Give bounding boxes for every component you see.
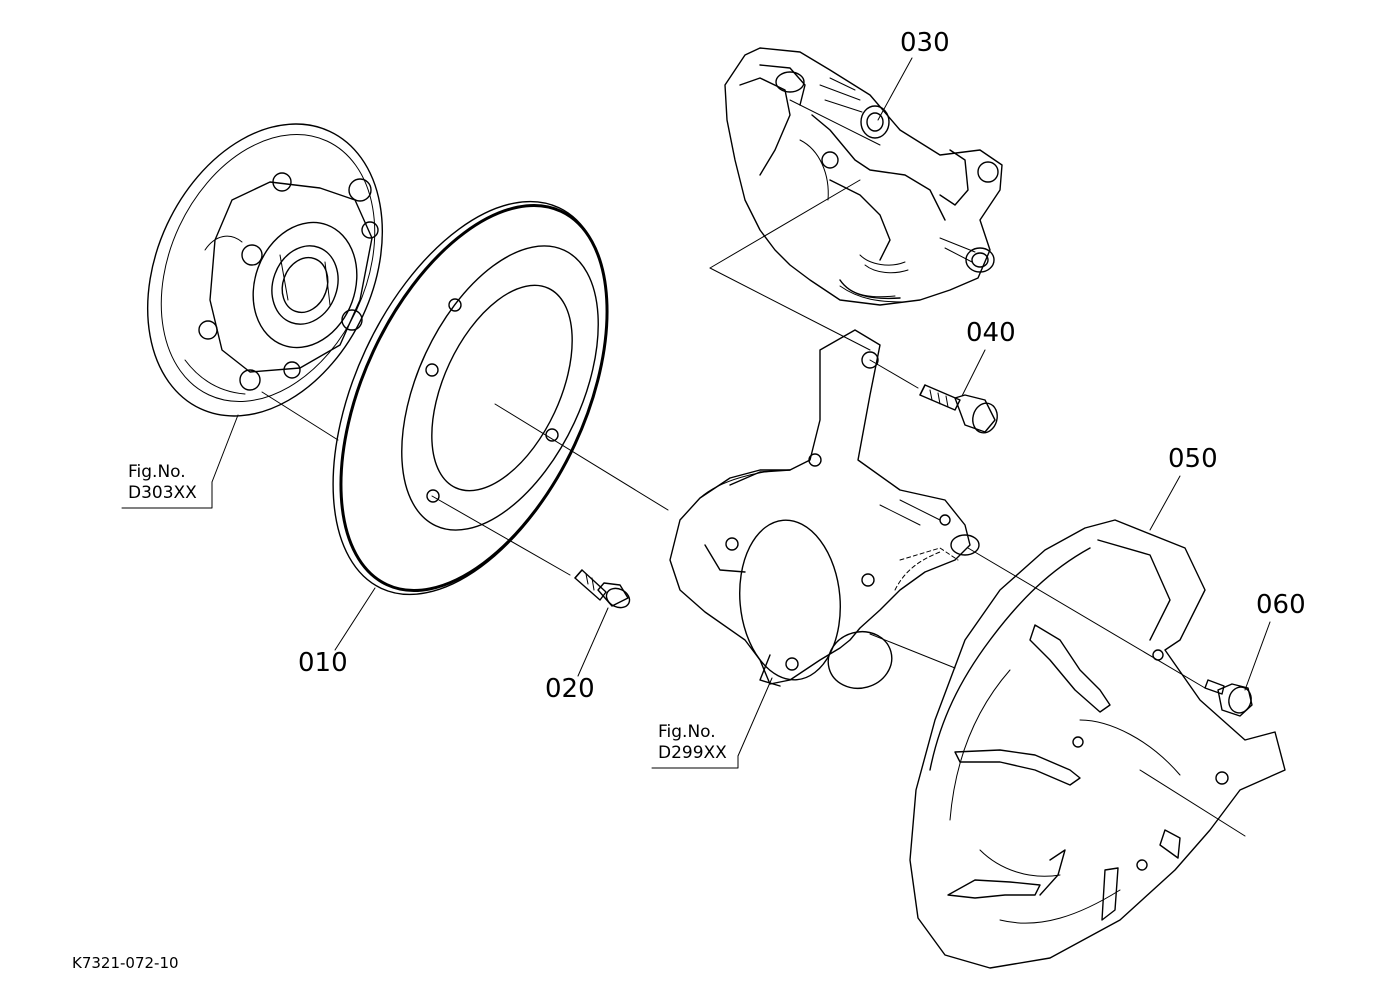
caliper-bolt <box>920 385 1000 436</box>
part-number-040: 040 <box>966 318 1016 348</box>
part-number-030: 030 <box>900 28 950 58</box>
part-number-060: 060 <box>1256 590 1306 620</box>
brake-caliper <box>725 48 1002 305</box>
disc-bolt <box>575 570 633 611</box>
part-number-010: 010 <box>298 648 348 678</box>
axle-housing <box>670 330 979 695</box>
shield-bolt <box>1205 680 1254 716</box>
hub-ref-line2: D303XX <box>128 483 197 503</box>
brake-disc <box>277 159 663 637</box>
axle-ref-line1: Fig.No. <box>658 722 716 742</box>
part-number-020: 020 <box>545 674 595 704</box>
part-number-050: 050 <box>1168 444 1218 474</box>
leader-lines <box>212 58 1270 756</box>
drawing-code: K7321-072-10 <box>72 954 179 972</box>
dust-shield <box>910 520 1285 968</box>
hub-ref-line1: Fig.No. <box>128 462 186 482</box>
reference-boxes <box>122 482 738 768</box>
assembly-lines <box>262 100 1245 836</box>
axle-ref-line2: D299XX <box>658 743 727 763</box>
hub-figure-reference: Fig.No. D303XX <box>128 462 197 504</box>
hub-assembly <box>102 86 427 455</box>
axle-figure-reference: Fig.No. D299XX <box>658 722 727 764</box>
